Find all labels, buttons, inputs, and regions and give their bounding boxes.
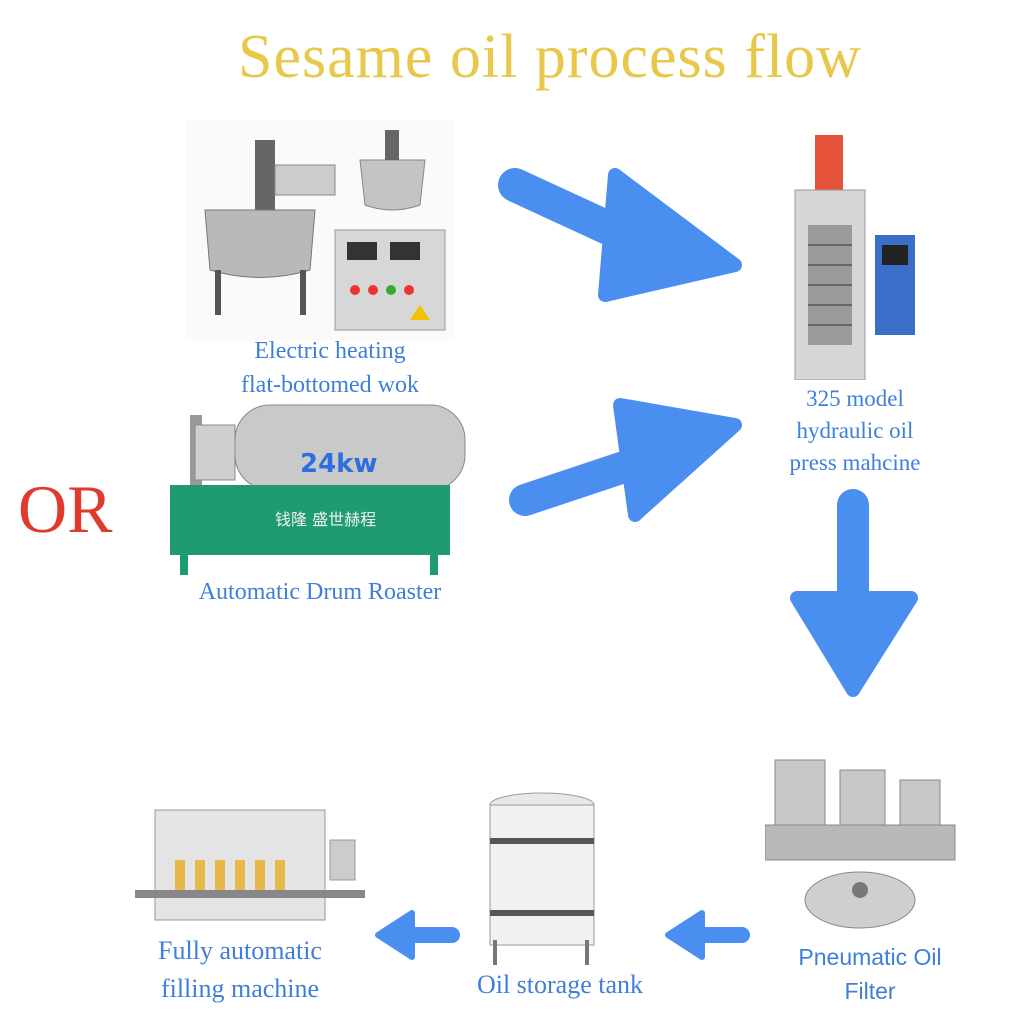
filling-label: Fully automatic filling machine xyxy=(125,932,355,1008)
arrow-tank-to-filling xyxy=(375,910,460,960)
filter-label: Pneumatic Oil Filter xyxy=(798,944,942,1004)
page-title: Sesame oil process flow xyxy=(238,23,862,91)
drum-roaster-image: 24kw 钱隆 盛世赫程 xyxy=(170,404,466,575)
oil-storage-tank-image xyxy=(489,792,595,965)
or-text: OR xyxy=(18,471,113,547)
arrow-filter-to-tank xyxy=(665,910,750,960)
filling-label-line1: Fully automatic xyxy=(158,936,322,965)
arrow-press-to-filter xyxy=(790,489,918,697)
press-label-line1: 325 model xyxy=(806,386,904,411)
tank-label: Oil storage tank xyxy=(476,970,644,999)
hydraulic-press-image xyxy=(794,135,915,380)
pneumatic-filter-image xyxy=(765,759,956,929)
roaster-brand-text: 钱隆 盛世赫程 xyxy=(275,510,376,529)
arrow-roaster-to-press xyxy=(509,398,742,522)
press-label-line3: press mahcine xyxy=(789,450,921,475)
wok-label: Electric heating flat-bottomed wok xyxy=(215,334,445,402)
press-label: 325 model hydraulic oil press mahcine xyxy=(755,383,955,479)
filling-machine-image xyxy=(135,809,365,921)
filling-label-line2: filling machine xyxy=(160,974,320,1003)
press-label-line2: hydraulic oil xyxy=(796,418,914,443)
roaster-label: Automatic Drum Roaster xyxy=(198,579,442,605)
electric-heating-wok-image xyxy=(185,120,455,340)
wok-label-line2: flat-bottomed wok xyxy=(241,372,419,398)
roaster-power-text: 24kw xyxy=(300,449,378,479)
arrow-wok-to-press xyxy=(498,168,742,302)
wok-label-line1: Electric heating xyxy=(254,338,406,364)
